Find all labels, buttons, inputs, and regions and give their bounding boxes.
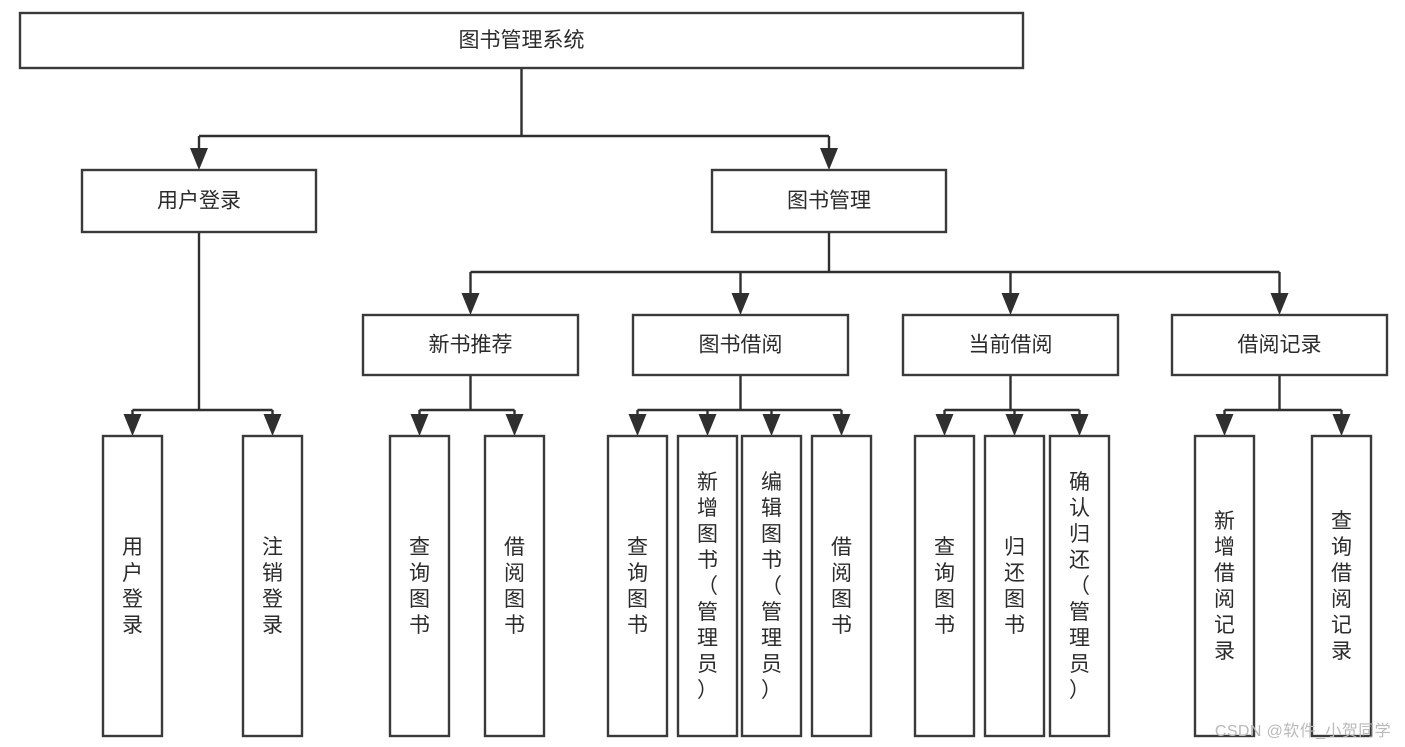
node-label-borrow-record: 借阅记录 — [1238, 334, 1322, 357]
node-box-user-login — [80, 168, 318, 234]
node-box-leaf-borrow-book-2 — [810, 434, 873, 738]
node-box-leaf-query-book-3 — [913, 434, 976, 738]
node-label-leaf-query-book-2: 查询图书 — [627, 536, 648, 637]
conn-user-login-arrow-1 — [263, 414, 282, 436]
node-box-leaf-query-book-1 — [388, 434, 451, 738]
node-box-current-borrow — [901, 313, 1120, 377]
node-box-leaf-edit-book — [740, 434, 803, 738]
node-leaf-query-book-3[interactable]: 查询图书 — [913, 434, 976, 738]
node-label-leaf-query-record: 查询借阅记录 — [1331, 510, 1352, 663]
node-leaf-return-book[interactable]: 归还图书 — [983, 434, 1046, 738]
node-box-leaf-query-book-2 — [606, 434, 669, 738]
node-label-leaf-query-book-3: 查询图书 — [934, 536, 955, 637]
node-label-book-borrow: 图书借阅 — [699, 334, 783, 357]
node-label-book-manage: 图书管理 — [787, 190, 871, 213]
node-leaf-edit-book[interactable]: 编辑图书（管理员） — [740, 434, 803, 738]
node-label-leaf-borrow-book-1: 借阅图书 — [504, 536, 525, 637]
node-label-root: 图书管理系统 — [459, 29, 585, 52]
node-box-leaf-confirm-return — [1048, 434, 1111, 738]
node-box-new-book-rec — [361, 313, 580, 377]
node-label-current-borrow: 当前借阅 — [969, 334, 1053, 357]
node-box-leaf-borrow-book-1 — [483, 434, 546, 738]
node-label-leaf-user-login: 用户登录 — [122, 536, 143, 637]
node-leaf-user-login[interactable]: 用户登录 — [101, 434, 164, 738]
node-box-leaf-return-book — [983, 434, 1046, 738]
conn-book-manage-arrow-0 — [461, 293, 480, 315]
conn-book-borrow-arrow-1 — [698, 414, 717, 436]
node-layer: 图书管理系统用户登录图书管理新书推荐图书借阅当前借阅借阅记录用户登录注销登录查询… — [18, 11, 1389, 738]
node-user-login[interactable]: 用户登录 — [80, 168, 318, 234]
conn-current-borrow-arrow-1 — [1005, 414, 1024, 436]
conn-book-manage-arrow-1 — [731, 293, 750, 315]
node-box-book-manage — [710, 168, 948, 234]
node-leaf-query-book-2[interactable]: 查询图书 — [606, 434, 669, 738]
conn-book-borrow-arrow-0 — [628, 414, 647, 436]
conn-book-borrow-arrow-3 — [832, 414, 851, 436]
node-label-leaf-return-book: 归还图书 — [1004, 536, 1025, 637]
node-book-borrow[interactable]: 图书借阅 — [631, 313, 850, 377]
node-current-borrow[interactable]: 当前借阅 — [901, 313, 1120, 377]
node-book-manage[interactable]: 图书管理 — [710, 168, 948, 234]
watermark-label: CSDN @软件_小贺同学 — [1214, 723, 1391, 740]
node-label-leaf-query-book-1: 查询图书 — [409, 536, 430, 637]
node-leaf-confirm-return[interactable]: 确认归还（管理员） — [1048, 434, 1111, 738]
connector-layer — [123, 68, 1351, 436]
node-new-book-rec[interactable]: 新书推荐 — [361, 313, 580, 377]
node-borrow-record[interactable]: 借阅记录 — [1170, 313, 1389, 377]
conn-new-book-rec-arrow-0 — [410, 414, 429, 436]
node-label-leaf-add-record: 新增借阅记录 — [1214, 510, 1235, 663]
node-leaf-query-book-1[interactable]: 查询图书 — [388, 434, 451, 738]
conn-root-arrow-0 — [190, 148, 208, 170]
conn-borrow-record-arrow-0 — [1215, 414, 1234, 436]
node-label-leaf-confirm-return: 确认归还（管理员） — [1069, 471, 1090, 702]
node-leaf-user-logout[interactable]: 注销登录 — [241, 434, 304, 738]
node-box-leaf-add-record — [1193, 434, 1256, 738]
node-label-leaf-borrow-book-2: 借阅图书 — [831, 536, 852, 637]
node-label-leaf-edit-book: 编辑图书（管理员） — [761, 471, 782, 702]
node-root[interactable]: 图书管理系统 — [18, 11, 1025, 70]
node-leaf-borrow-book-1[interactable]: 借阅图书 — [483, 434, 546, 738]
conn-borrow-record-arrow-1 — [1332, 414, 1351, 436]
node-box-leaf-user-login — [101, 434, 164, 738]
node-leaf-add-record[interactable]: 新增借阅记录 — [1193, 434, 1256, 738]
node-box-leaf-user-logout — [241, 434, 304, 738]
node-leaf-borrow-book-2[interactable]: 借阅图书 — [810, 434, 873, 738]
conn-new-book-rec-arrow-1 — [505, 414, 524, 436]
conn-user-login-arrow-0 — [123, 414, 142, 436]
conn-book-borrow-arrow-2 — [762, 414, 781, 436]
node-box-root — [18, 11, 1025, 70]
conn-root-arrow-1 — [820, 148, 838, 170]
node-box-leaf-add-book — [676, 434, 739, 738]
node-leaf-query-record[interactable]: 查询借阅记录 — [1310, 434, 1373, 738]
node-box-book-borrow — [631, 313, 850, 377]
node-label-leaf-add-book: 新增图书（管理员） — [697, 471, 718, 702]
conn-current-borrow-arrow-2 — [1070, 414, 1089, 436]
node-label-new-book-rec: 新书推荐 — [429, 334, 513, 357]
conn-book-manage-arrow-2 — [1001, 293, 1020, 315]
node-label-user-login: 用户登录 — [157, 190, 241, 213]
node-leaf-add-book[interactable]: 新增图书（管理员） — [676, 434, 739, 738]
conn-book-manage-arrow-3 — [1270, 293, 1289, 315]
node-label-leaf-user-logout: 注销登录 — [262, 536, 283, 637]
conn-current-borrow-arrow-0 — [935, 414, 954, 436]
node-box-borrow-record — [1170, 313, 1389, 377]
node-box-leaf-query-record — [1310, 434, 1373, 738]
